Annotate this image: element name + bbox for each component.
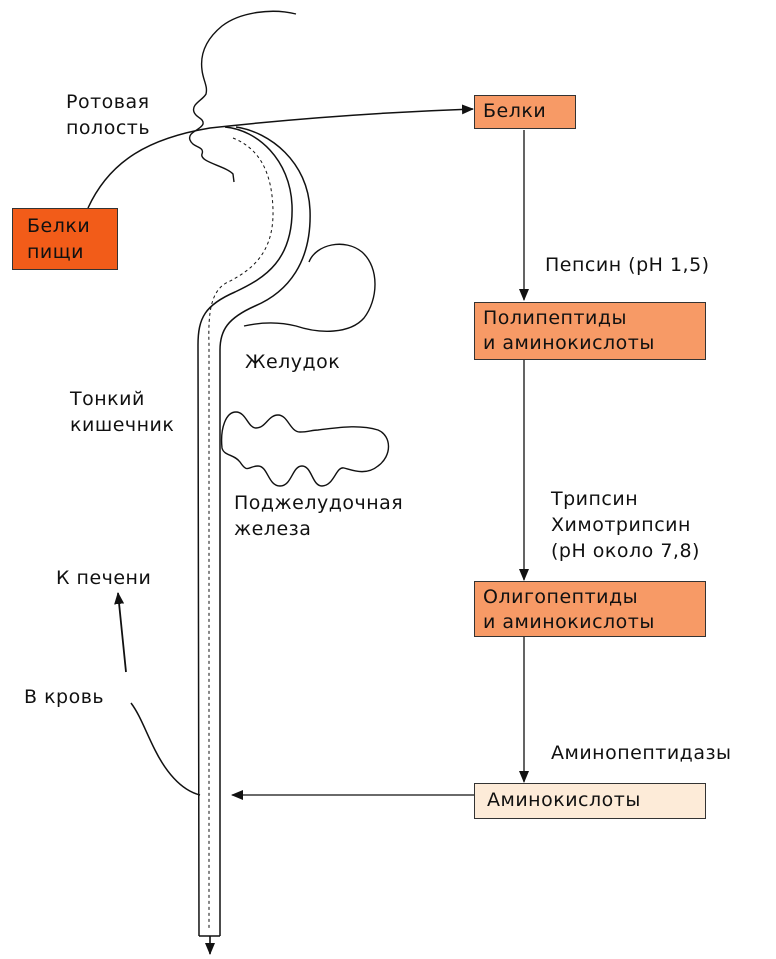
proteins-box: Белки [474, 95, 576, 129]
stomach-shape [244, 244, 375, 331]
aminopeptidases-label: Аминопептидазы [551, 740, 732, 766]
mouth-label: Ротовая полость [66, 89, 150, 141]
liver-arrow [118, 593, 126, 672]
trypsin-label: Трипсин Химотрипсин (рН около 7,8) [551, 486, 700, 564]
pancreas-label: Поджелудочная железа [234, 490, 403, 542]
food-proteins-box: Белки пищи [12, 208, 118, 270]
polypeptides-box: Полипептиды и аминокислоты [474, 302, 706, 360]
to-liver-label: К печени [56, 565, 151, 591]
amino-acids-box: Аминокислоты [474, 783, 706, 819]
to-blood-label: В кровь [24, 684, 104, 710]
head-profile [190, 11, 296, 182]
pancreas-shape [222, 412, 389, 486]
small-intestine-label: Тонкий кишечник [70, 386, 174, 438]
oligopeptides-box: Олигопептиды и аминокислоты [474, 581, 706, 637]
pepsin-label: Пепсин (рН 1,5) [545, 252, 710, 278]
blood-curve [131, 703, 200, 795]
stomach-label: Желудок [245, 349, 340, 375]
